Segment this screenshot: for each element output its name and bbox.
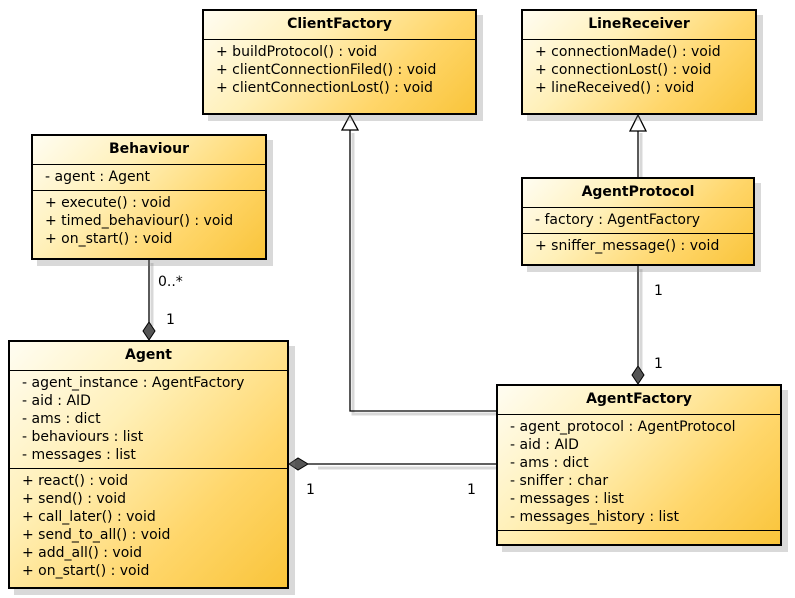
class-name: ClientFactory <box>204 11 475 40</box>
operation: + on_start() : void <box>22 563 150 579</box>
operation: + connectionMade() : void <box>535 44 721 60</box>
operation: + clientConnectionLost() : void <box>216 80 433 96</box>
attribute: - sniffer : char <box>510 473 609 489</box>
attribute: - ams : dict <box>510 455 589 471</box>
operation: + on_start() : void <box>45 231 173 247</box>
class-behaviour[interactable]: Behaviour - agent : Agent + execute() : … <box>31 134 267 260</box>
operation: + execute() : void <box>45 195 171 211</box>
attribute: - factory : AgentFactory <box>535 212 700 228</box>
attribute: - messages : list <box>510 491 624 507</box>
composition-diamond-agent-side <box>288 457 309 471</box>
multiplicity-behaviour-end: 0..* <box>158 274 183 290</box>
attributes-section: - agent_protocol : AgentProtocol - aid :… <box>498 415 780 530</box>
operations-section <box>498 530 780 535</box>
attribute: - aid : AID <box>22 393 91 409</box>
operation: + clientConnectionFiled() : void <box>216 62 437 78</box>
multiplicity-factory-end-agent: 1 <box>467 482 476 498</box>
class-clientfactory[interactable]: ClientFactory + buildProtocol() : void +… <box>202 9 477 115</box>
class-name: LineReceiver <box>523 11 755 40</box>
operations-section: + connectionMade() : void + connectionLo… <box>523 40 755 101</box>
class-linereceiver[interactable]: LineReceiver + connectionMade() : void +… <box>521 9 757 115</box>
attributes-section: - agent : Agent <box>33 165 265 190</box>
operation: + timed_behaviour() : void <box>45 213 234 229</box>
operation: + lineReceived() : void <box>535 80 695 96</box>
operations-section: + react() : void + send() : void + call_… <box>10 468 287 584</box>
attribute: - aid : AID <box>510 437 579 453</box>
operation: + connectionLost() : void <box>535 62 712 78</box>
operation: + sniffer_message() : void <box>535 238 720 254</box>
attribute: - messages_history : list <box>510 509 680 525</box>
multiplicity-protocol-end: 1 <box>654 283 663 299</box>
class-agent[interactable]: Agent - agent_instance : AgentFactory - … <box>8 340 289 589</box>
generalization-arrowhead-clientfactory <box>340 113 360 131</box>
class-agentfactory[interactable]: AgentFactory - agent_protocol : AgentPro… <box>496 384 782 546</box>
multiplicity-agent-end-factory: 1 <box>306 482 315 498</box>
operations-section: + sniffer_message() : void <box>523 233 753 259</box>
generalization-agentfactory-clientfactory <box>349 130 497 412</box>
attribute: - behaviours : list <box>22 429 144 445</box>
class-agentprotocol[interactable]: AgentProtocol - factory : AgentFactory +… <box>521 177 755 266</box>
operation: + send_to_all() : void <box>22 527 171 543</box>
attributes-section: - agent_instance : AgentFactory - aid : … <box>10 371 287 468</box>
operation: + send() : void <box>22 491 127 507</box>
attribute: - agent_instance : AgentFactory <box>22 375 245 391</box>
attribute: - messages : list <box>22 447 136 463</box>
class-name: Behaviour <box>33 136 265 165</box>
multiplicity-factory-end-protocol: 1 <box>654 356 663 372</box>
attribute: - ams : dict <box>22 411 101 427</box>
attribute: - agent_protocol : AgentProtocol <box>510 419 736 435</box>
class-name: AgentFactory <box>498 386 780 415</box>
multiplicity-agent-end-behaviour: 1 <box>166 312 175 328</box>
operation: + react() : void <box>22 473 129 489</box>
operations-section: + buildProtocol() : void + clientConnect… <box>204 40 475 101</box>
operations-section: + execute() : void + timed_behaviour() :… <box>33 190 265 252</box>
operation: + buildProtocol() : void <box>216 44 378 60</box>
operation: + add_all() : void <box>22 545 143 561</box>
operation: + call_later() : void <box>22 509 156 525</box>
attribute: - agent : Agent <box>45 169 150 185</box>
generalization-arrowhead-linereceiver <box>628 113 648 132</box>
attributes-section: - factory : AgentFactory <box>523 208 753 233</box>
class-name: AgentProtocol <box>523 179 753 208</box>
class-name: Agent <box>10 342 287 371</box>
